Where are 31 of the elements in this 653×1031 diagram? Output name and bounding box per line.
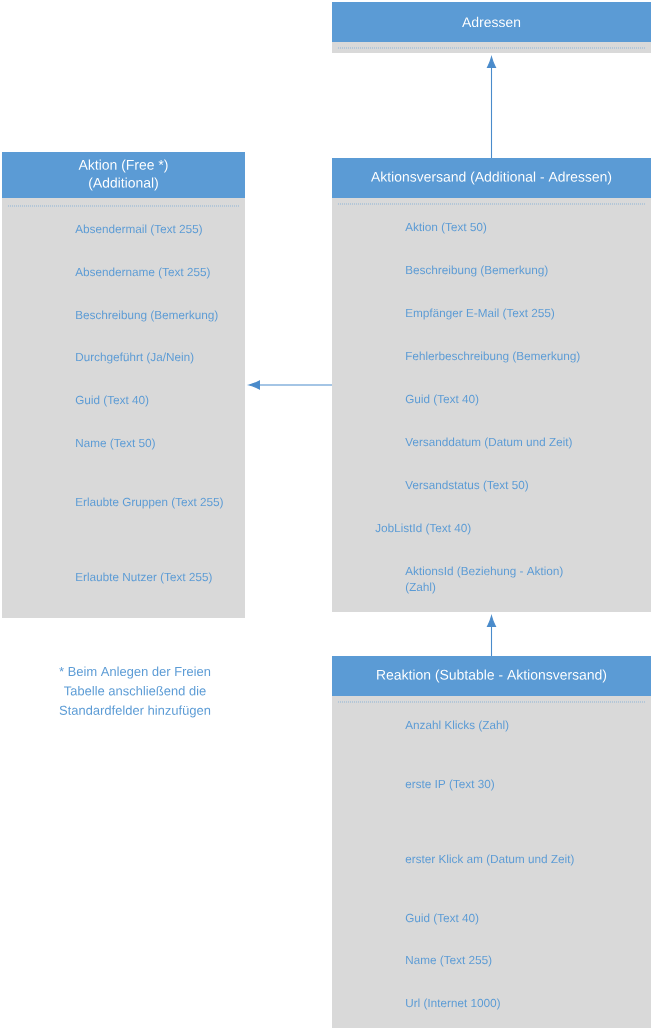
table-header: Reaktion (Subtable - Aktionsversand) [332, 656, 651, 696]
field-label: Empfänger E-Mail (Text 255) [406, 308, 555, 320]
field-label: erste IP (Text 30) [405, 779, 494, 791]
field-label: Durchgeführt (Ja/Nein) [76, 352, 194, 364]
field-label: erster Klick am (Datum und Zeit) [405, 854, 574, 866]
table-header: Aktion (Free *) (Additional) [2, 152, 245, 198]
table-header: Adressen [332, 2, 651, 42]
field-label: Aktion (Text 50) [405, 222, 487, 234]
field-label: AktionsId (Beziehung - Aktion) (Zahl) [405, 566, 563, 594]
field-label: Guid (Text 40) [75, 395, 149, 407]
field-label: Name (Text 50) [76, 438, 155, 450]
field-label: Name (Text 255) [406, 955, 492, 967]
field-label: Beschreibung (Bemerkung) [406, 265, 548, 277]
field-label: Versanddatum (Datum und Zeit) [405, 437, 572, 449]
field-label: Guid (Text 40) [405, 394, 479, 406]
arrow [486, 615, 497, 657]
arrow [248, 380, 333, 390]
field-label: Anzahl Klicks (Zahl) [405, 720, 509, 732]
field-label: Absendermail (Text 255) [75, 224, 202, 236]
field-label: Erlaubte Nutzer (Text 255) [76, 572, 212, 584]
field-label: Fehlerbeschreibung (Bemerkung) [406, 351, 580, 363]
field-label: Erlaubte Gruppen (Text 255) [76, 497, 223, 509]
field-label: Guid (Text 40) [405, 913, 479, 925]
field-label: Beschreibung (Bemerkung) [76, 310, 218, 322]
arrow [486, 56, 497, 159]
field-label: JobListId (Text 40) [375, 523, 471, 535]
field-label: Absendername (Text 255) [75, 267, 210, 279]
footnote: * Beim Anlegen der Freien Tabelle anschließend die Standardfelder hinzufügen [59, 666, 211, 718]
field-label: Url (Internet 1000) [406, 998, 500, 1010]
table-header: Aktionsversand (Additional - Adressen) [332, 158, 651, 198]
field-label: Versandstatus (Text 50) [405, 480, 528, 492]
